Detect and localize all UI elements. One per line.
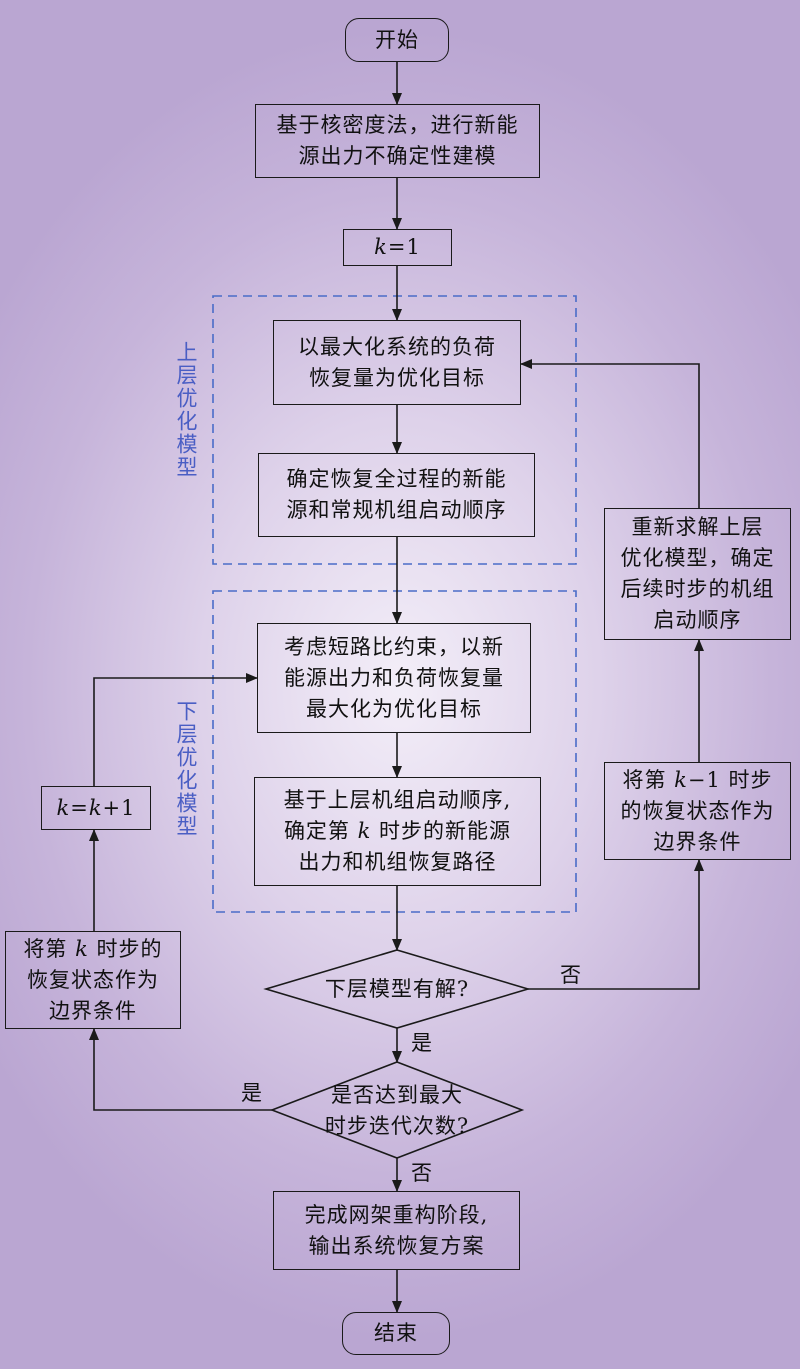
lower-group-frame (212, 590, 577, 913)
resolve-upper-box: 重新求解上层 优化模型，确定 后续时步的机组 启动顺序 (604, 508, 791, 640)
lower-group-label: 下层优化模型 (174, 700, 198, 838)
edge-kinc-lowerobj (93, 673, 258, 786)
k-init-label: k=1 (374, 235, 421, 259)
upper-group-label: 上层优化模型 (174, 341, 198, 479)
decision2-no-label: 否 (411, 1161, 432, 1185)
lower-objective-box: 考虑短路比约束，以新 能源出力和负荷恢复量 最大化为优化目标 (257, 623, 531, 733)
kde-modeling-box: 基于核密度法，进行新能 源出力不确定性建模 (255, 104, 540, 178)
edge-resolve-upperobj (520, 359, 700, 508)
start-node: 开始 (345, 18, 449, 62)
lower-path-text: 基于上层机组启动顺序, 确定第 k 时步的新能源 出力和机组恢复路径 (283, 788, 512, 874)
lower-path-box: 基于上层机组启动顺序, 确定第 k 时步的新能源 出力和机组恢复路径 (254, 777, 541, 886)
prev-step-boundary-text: 将第 k−1 时步 的恢复状态作为 边界条件 (620, 767, 775, 854)
finish-box: 完成网架重构阶段, 输出系统恢复方案 (273, 1191, 520, 1270)
k-init-box: k=1 (343, 229, 452, 266)
k-increment-label: k=k+1 (56, 795, 136, 820)
upper-startup-order-box: 确定恢复全过程的新能 源和常规机组启动顺序 (258, 453, 535, 537)
cur-step-boundary-box: 将第 k 时步的 恢复状态作为 边界条件 (5, 931, 181, 1029)
edge-decision2-curboundary (89, 1028, 272, 1111)
start-label: 开始 (375, 27, 419, 52)
cur-step-boundary-text: 将第 k 时步的 恢复状态作为 边界条件 (23, 936, 163, 1023)
prev-step-boundary-box: 将第 k−1 时步 的恢复状态作为 边界条件 (604, 762, 791, 860)
edge-decision1-prevboundary (528, 859, 704, 990)
decision2-yes-label: 是 (241, 1081, 262, 1105)
end-node: 结束 (342, 1312, 450, 1355)
upper-group-frame (212, 295, 577, 565)
decision1-yes-label: 是 (411, 1031, 432, 1055)
decision1-no-label: 否 (560, 963, 581, 987)
decision1-text: 下层模型有解? (324, 976, 470, 1001)
k-increment-box: k=k+1 (41, 786, 151, 830)
upper-objective-box: 以最大化系统的负荷 恢复量为优化目标 (273, 320, 521, 405)
decision2-text: 是否达到最大 时步迭代次数? (324, 1083, 470, 1138)
end-label: 结束 (374, 1321, 418, 1345)
